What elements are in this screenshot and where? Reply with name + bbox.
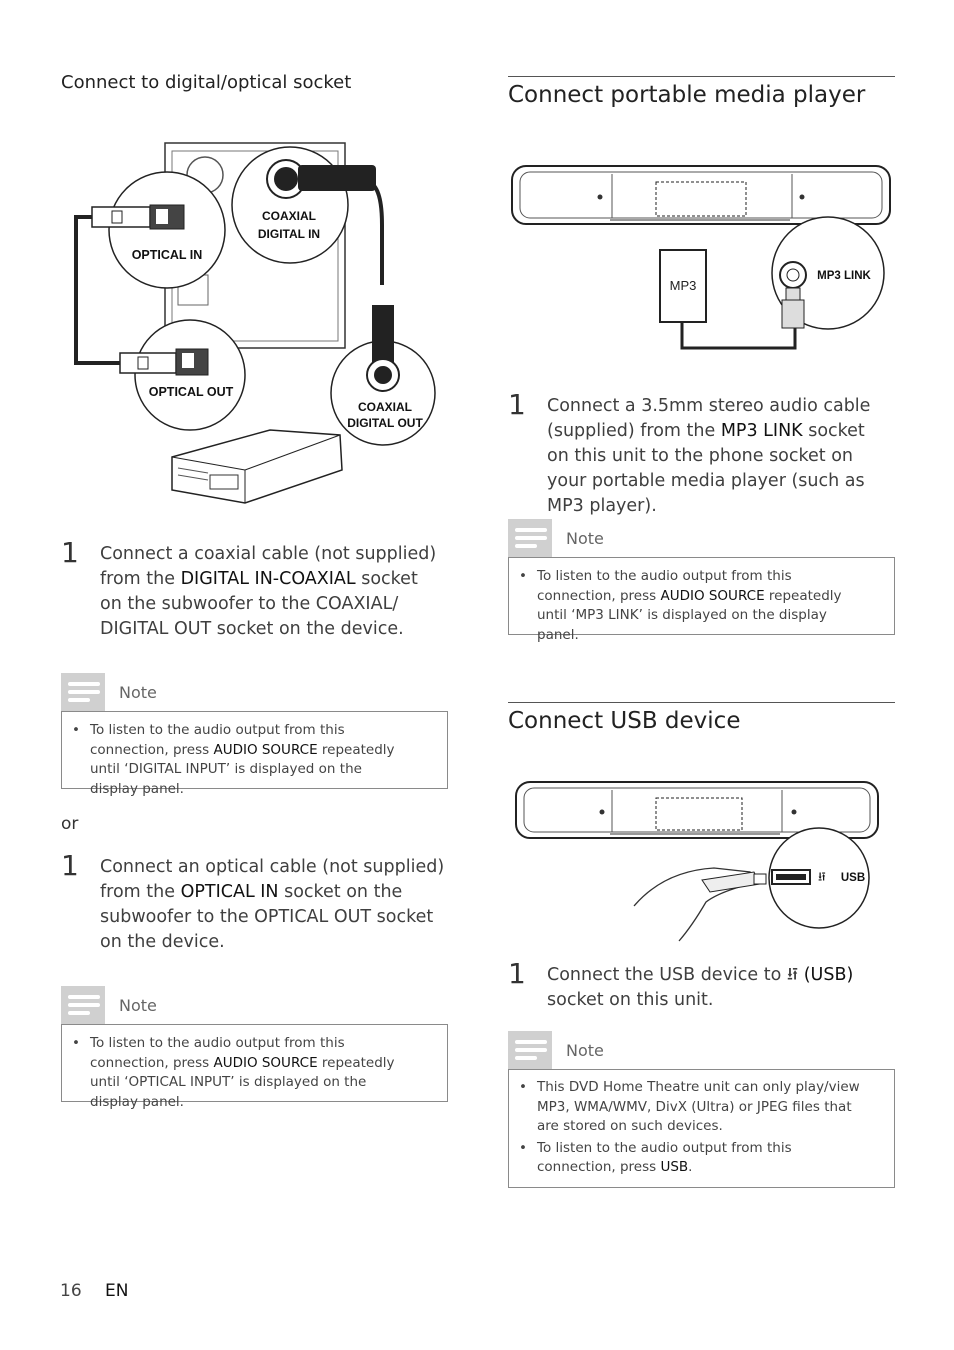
label-coaxial-out-2: DIGITAL OUT	[347, 416, 423, 430]
note-icon	[61, 986, 105, 1024]
usb-diagram: ⭿ USB	[515, 781, 879, 942]
note-icon	[508, 1031, 552, 1069]
step-text: Connect a 3.5mm stereo audio cable (supp…	[547, 396, 871, 516]
note-item: To listen to the audio output from this …	[509, 567, 867, 645]
svg-text:⭿: ⭿	[818, 870, 826, 884]
heading-portable-player: Connect portable media player	[508, 82, 866, 108]
note-icon	[61, 673, 105, 711]
note-title: Note	[566, 1041, 604, 1060]
usb-icon: ⭿	[786, 965, 804, 985]
step-text: Connect the USB device to ⭿ (USB) socket…	[547, 965, 854, 1010]
label-usb: USB	[841, 872, 865, 884]
emphasis-mp3-link: MP3 LINK	[720, 421, 803, 441]
note-item: To listen to the audio output from this …	[509, 1139, 867, 1178]
page-number: 16	[60, 1281, 82, 1301]
step-text: Connect an optical cable (not supplied) …	[100, 857, 445, 952]
digital-optical-connection-diagram: OPTICAL IN COAXIAL DIGITAL IN OPTICAL OU…	[74, 142, 436, 504]
note-icon	[508, 519, 552, 557]
label-mp3-link: MP3 LINK	[817, 270, 871, 282]
label-mp3: MP3	[670, 278, 697, 293]
step-number: 1	[61, 536, 79, 569]
step-number: 1	[508, 388, 526, 421]
or-separator: or	[61, 814, 79, 834]
step-number: 1	[508, 957, 526, 990]
emphasis-optical-in: OPTICAL IN	[180, 882, 279, 902]
note-item: This DVD Home Theatre unit can only play…	[509, 1078, 867, 1137]
emphasis-digital-in-coaxial: DIGITAL IN-COAXIAL	[180, 569, 356, 589]
label-coaxial-out-1: COAXIAL	[358, 400, 412, 414]
note-title: Note	[119, 683, 157, 702]
note-title: Note	[566, 529, 604, 548]
heading-usb-device: Connect USB device	[508, 708, 741, 734]
label-optical-out: OPTICAL OUT	[149, 385, 234, 399]
section-rule	[508, 76, 895, 77]
label-coaxial-in-1: COAXIAL	[262, 209, 316, 223]
note-item: To listen to the audio output from this …	[62, 1034, 410, 1112]
mp3-link-diagram: MP3 MP3 LINK	[511, 165, 891, 350]
step-text: Connect a coaxial cable (not supplied) f…	[100, 544, 437, 639]
note-item: To listen to the audio output from this …	[62, 721, 410, 799]
emphasis-usb: (USB)	[803, 965, 854, 985]
step-number: 1	[61, 849, 79, 882]
section-rule	[508, 702, 895, 703]
note-title: Note	[119, 996, 157, 1015]
label-coaxial-in-2: DIGITAL IN	[258, 227, 320, 241]
label-optical-in: OPTICAL IN	[132, 248, 203, 262]
subheading-digital-optical: Connect to digital/optical socket	[61, 72, 352, 93]
language-code: EN	[105, 1281, 129, 1301]
